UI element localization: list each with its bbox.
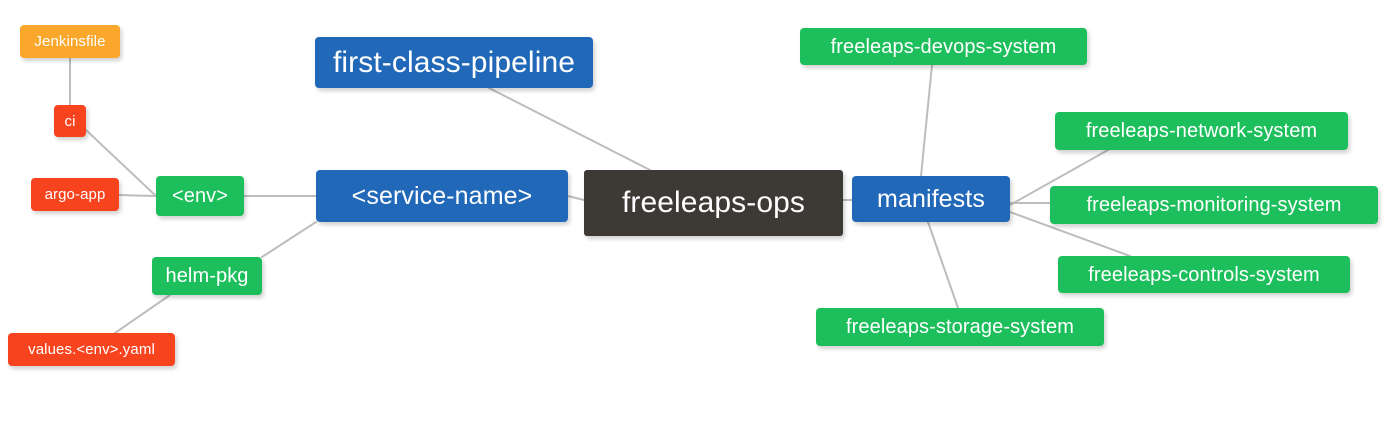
node-label: freeleaps-ops [621, 186, 806, 219]
node-label: freeleaps-devops-system [830, 35, 1057, 58]
node-freeleaps-devops-system[interactable]: freeleaps-devops-system [800, 28, 1087, 65]
node-label: ci [64, 112, 76, 130]
node-manifests[interactable]: manifests [852, 176, 1010, 222]
node-argo-app[interactable]: argo-app [31, 178, 119, 211]
node-label: first-class-pipeline [332, 45, 576, 79]
node-helm-pkg[interactable]: helm-pkg [152, 257, 262, 295]
node-freeleaps-controls-system[interactable]: freeleaps-controls-system [1058, 256, 1350, 293]
node-jenkinsfile[interactable]: Jenkinsfile [20, 25, 120, 58]
node-first-class-pipeline[interactable]: first-class-pipeline [315, 37, 593, 88]
node-values-env-yaml[interactable]: values.<env>.yaml [8, 333, 175, 366]
node-freeleaps-monitoring-system[interactable]: freeleaps-monitoring-system [1050, 186, 1378, 224]
node-label: argo-app [44, 186, 106, 203]
node-label: Jenkinsfile [34, 33, 106, 50]
edge-helm-pkg-to-values-env-yaml [114, 294, 171, 334]
node-env[interactable]: <env> [156, 176, 244, 216]
node-label: helm-pkg [165, 265, 249, 287]
node-ci[interactable]: ci [54, 105, 86, 137]
node-label: <env> [171, 185, 229, 207]
node-freeleaps-network-system[interactable]: freeleaps-network-system [1055, 112, 1348, 150]
node-freeleaps-ops[interactable]: freeleaps-ops [584, 170, 843, 236]
node-label: freeleaps-controls-system [1088, 263, 1320, 286]
edge-service-name-to-helm-pkg [261, 221, 317, 258]
node-label: manifests [877, 184, 985, 213]
node-service-name[interactable]: <service-name> [316, 170, 568, 222]
node-label: values.<env>.yaml [28, 341, 155, 358]
edge-first-class-pipeline-to-freeleaps-ops [488, 87, 651, 171]
edge-manifests-to-freeleaps-devops-system [920, 64, 933, 177]
node-label: freeleaps-storage-system [845, 316, 1075, 338]
edge-argo-app-to-env [118, 194, 157, 197]
edge-service-name-to-freeleaps-ops [567, 195, 585, 201]
node-label: freeleaps-monitoring-system [1086, 194, 1342, 216]
edge-manifests-to-freeleaps-storage-system [927, 221, 959, 309]
node-label: <service-name> [351, 181, 533, 210]
node-freeleaps-storage-system[interactable]: freeleaps-storage-system [816, 308, 1104, 346]
node-label: freeleaps-network-system [1085, 120, 1318, 142]
